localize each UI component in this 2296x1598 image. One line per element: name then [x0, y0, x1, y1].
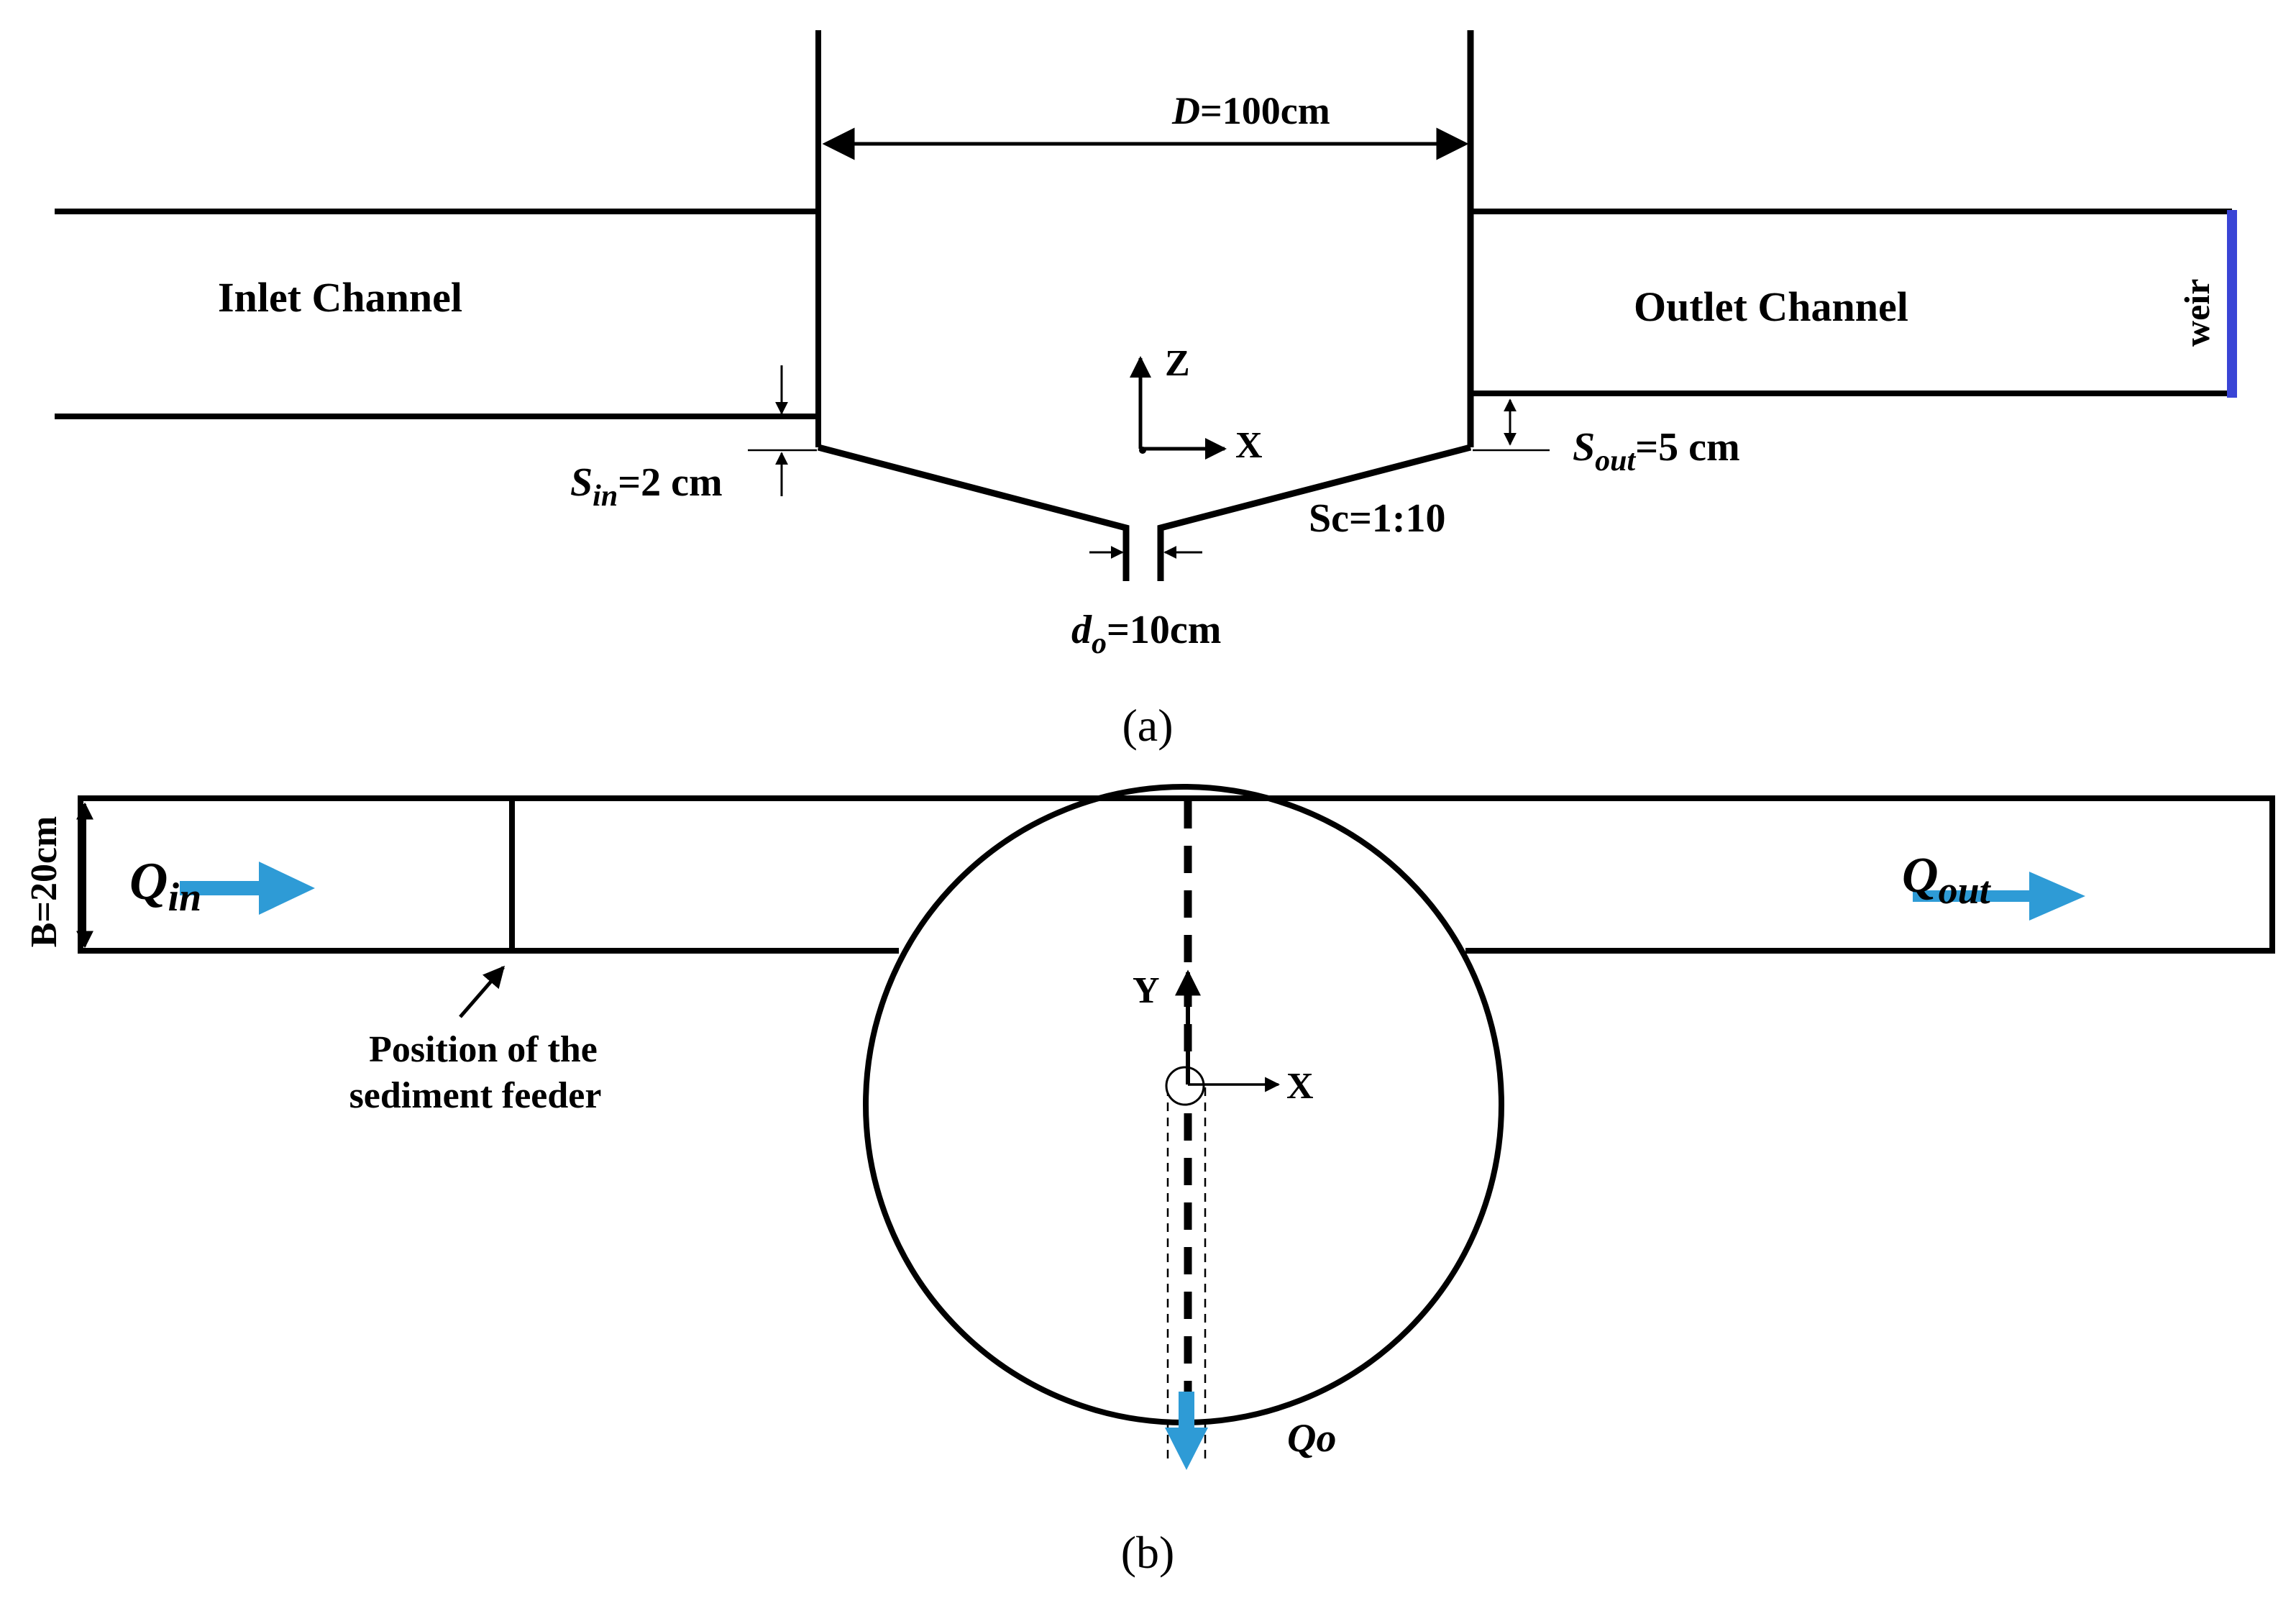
feeder-pointer-arrow — [459, 965, 505, 1018]
s-in-subscript: in — [593, 480, 618, 513]
x-axis-label-a: X — [1235, 425, 1263, 466]
s-in-symbol: S — [570, 460, 593, 505]
q-out-label: Qout — [1902, 848, 1992, 912]
q-in-arrow — [180, 862, 315, 915]
y-axis-label: Y — [1133, 970, 1160, 1011]
x-axis-label-b: X — [1286, 1066, 1314, 1107]
outlet-channel-label: Outlet Channel — [1634, 283, 1908, 330]
inlet-channel-label: Inlet Channel — [218, 274, 462, 321]
panel-a — [55, 30, 2237, 581]
orifice-label: do=10cm — [1071, 608, 1221, 660]
s-out-subscript: out — [1595, 444, 1636, 478]
diameter-symbol: D — [1171, 89, 1200, 132]
feeder-label-line2: sediment feeder — [349, 1075, 602, 1116]
q-in-symbol: Q — [129, 852, 168, 911]
s-out-value: =5 cm — [1635, 425, 1739, 470]
q-out-arrow — [1913, 872, 2085, 921]
channel-width-label: B=20cm — [24, 816, 65, 948]
caption-b: (b) — [1121, 1527, 1175, 1578]
orifice-symbol: d — [1071, 608, 1092, 652]
q-in-label: Qin — [129, 852, 201, 920]
orifice-circle — [1165, 1066, 1205, 1106]
flow-arrows — [180, 862, 2085, 1470]
q-o-label: Qo — [1287, 1416, 1336, 1461]
q-out-symbol: Q — [1902, 848, 1939, 903]
orifice-value: =10cm — [1107, 608, 1221, 652]
diameter-value: =100cm — [1200, 89, 1330, 132]
z-axis-label: Z — [1165, 343, 1190, 384]
axis-origin-a — [1139, 447, 1146, 454]
s-in-label: Sin=2 cm — [570, 460, 723, 513]
q-o-arrow — [1165, 1392, 1208, 1470]
feeder-label-line1: Position of the — [369, 1029, 598, 1070]
diameter-label: D=100cm — [1171, 89, 1330, 132]
s-out-symbol: S — [1573, 425, 1595, 470]
caption-a: (a) — [1122, 700, 1173, 751]
orifice-subscript: o — [1092, 627, 1107, 660]
slope-label: Sc=1:10 — [1309, 496, 1446, 541]
s-out-label: Sout=5 cm — [1573, 425, 1740, 478]
basin-floor-right — [1157, 444, 1472, 581]
weir-label: weir — [2177, 279, 2217, 347]
q-in-subscript: in — [168, 875, 201, 920]
panel-b — [76, 784, 2275, 1460]
q-out-subscript: out — [1939, 869, 1992, 912]
s-in-value: =2 cm — [618, 460, 722, 505]
basin-floor-left — [817, 444, 1130, 581]
